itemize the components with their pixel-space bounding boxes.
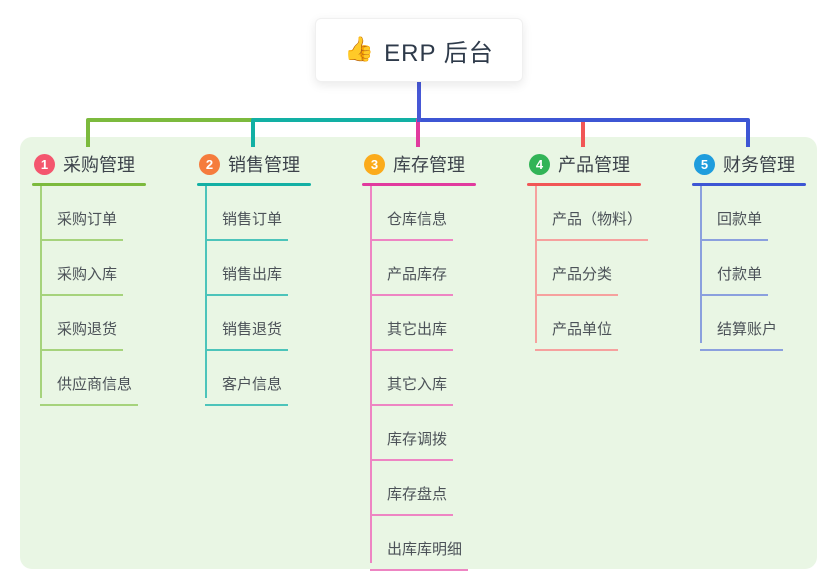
branches-background-panel: [20, 137, 817, 569]
thumbs-up-icon: 👍: [344, 36, 375, 63]
branch-1: 1 采购管理采购订单采购入库采购退货供应商信息: [32, 145, 192, 406]
branch-children: 销售订单销售出库销售退货客户信息: [197, 186, 357, 406]
branch-number-badge: 3: [364, 153, 385, 175]
branch-title-label: 产品管理: [558, 155, 630, 175]
branch-2: 2 销售管理销售订单销售出库销售退货客户信息: [197, 145, 357, 406]
branch-title-underline: [32, 183, 146, 186]
branch-title-underline: [197, 183, 311, 186]
child-topic[interactable]: 结算账户: [700, 320, 784, 351]
branch-title-node[interactable]: 2 销售管理: [199, 152, 357, 176]
branch-number-badge: 5: [694, 153, 715, 175]
branch-number-badge: 2: [199, 153, 220, 175]
child-topic[interactable]: 其它入库: [370, 375, 454, 406]
branch-title-underline: [362, 183, 476, 186]
branch-3: 3 库存管理仓库信息产品库存其它出库其它入库库存调拨库存盘点出库库明细: [362, 145, 522, 571]
child-topic[interactable]: 其它出库: [370, 320, 454, 351]
branch-trunk-line: [535, 186, 537, 343]
branch-title-label: 库存管理: [393, 155, 465, 175]
branch-title-node[interactable]: 4 产品管理: [529, 152, 687, 176]
branch-title-label: 财务管理: [723, 155, 795, 175]
child-topic[interactable]: 回款单: [700, 210, 769, 241]
branch-title-node[interactable]: 5 财务管理: [694, 152, 839, 176]
branch-title-node[interactable]: 1 采购管理: [34, 152, 192, 176]
child-topic[interactable]: 付款单: [700, 265, 769, 296]
child-topic[interactable]: 产品单位: [535, 320, 619, 351]
branch-children: 采购订单采购入库采购退货供应商信息: [32, 186, 192, 406]
branch-title-label: 采购管理: [63, 155, 135, 175]
root-node-erp[interactable]: 👍 ERP 后台: [315, 18, 523, 82]
branch-number-badge: 1: [34, 153, 55, 175]
branch-title-node[interactable]: 3 库存管理: [364, 152, 522, 176]
child-topic[interactable]: 采购入库: [40, 265, 124, 296]
branch-children: 回款单付款单结算账户: [692, 186, 839, 351]
branch-5: 5 财务管理回款单付款单结算账户: [692, 145, 839, 351]
branch-children: 产品（物料） 产品分类产品单位: [527, 186, 687, 351]
root-node-label: ERP 后台: [384, 39, 494, 67]
child-topic[interactable]: 销售出库: [205, 265, 289, 296]
child-topic[interactable]: 库存调拨: [370, 430, 454, 461]
branch-number-badge: 4: [529, 153, 550, 175]
child-topic[interactable]: 库存盘点: [370, 485, 454, 516]
branch-trunk-line: [40, 186, 42, 398]
branch-children: 仓库信息产品库存其它出库其它入库库存调拨库存盘点出库库明细: [362, 186, 522, 571]
child-topic[interactable]: 采购退货: [40, 320, 124, 351]
branch-trunk-line: [205, 186, 207, 398]
child-topic[interactable]: 销售退货: [205, 320, 289, 351]
child-topic[interactable]: 供应商信息: [40, 375, 139, 406]
child-topic[interactable]: 采购订单: [40, 210, 124, 241]
branch-trunk-line: [700, 186, 702, 343]
child-topic[interactable]: 销售订单: [205, 210, 289, 241]
child-topic[interactable]: 出库库明细: [370, 540, 469, 571]
branch-4: 4 产品管理产品（物料） 产品分类产品单位: [527, 145, 687, 351]
child-topic[interactable]: 产品（物料）: [535, 210, 649, 241]
child-topic[interactable]: 客户信息: [205, 375, 289, 406]
child-topic[interactable]: 产品分类: [535, 265, 619, 296]
branch-trunk-line: [370, 186, 372, 563]
child-topic[interactable]: 产品库存: [370, 265, 454, 296]
child-topic[interactable]: 仓库信息: [370, 210, 454, 241]
branch-title-underline: [692, 183, 806, 186]
branch-title-underline: [527, 183, 641, 186]
branch-title-label: 销售管理: [228, 155, 300, 175]
